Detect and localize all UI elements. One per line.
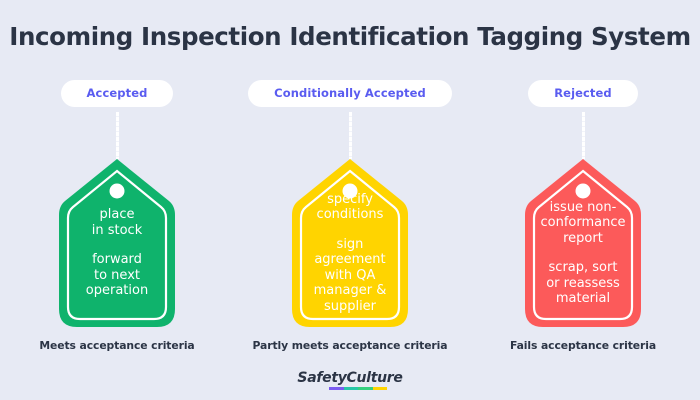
tag-line-1: issue non- conformance report xyxy=(540,199,626,246)
tag-caption-rejected: Fails acceptance criteria xyxy=(509,339,657,352)
tag-column-accepted: Accepted place in stock forward to next … xyxy=(1,80,234,352)
tag-card-rejected[interactable]: issue non- conformance report scrap, sor… xyxy=(523,157,643,329)
tag-text-conditionally-accepted: specify conditions sign agreement with Q… xyxy=(290,157,410,329)
tag-line-2: sign agreement with QA manager & supplie… xyxy=(313,236,387,314)
tag-string-icon xyxy=(581,112,585,159)
logo-wordmark: SafetyCulture xyxy=(297,370,403,386)
tag-card-accepted[interactable]: place in stock forward to next operation xyxy=(57,157,177,329)
tag-string-icon xyxy=(115,112,119,159)
status-badge-conditionally-accepted[interactable]: Conditionally Accepted xyxy=(248,80,452,107)
status-badge-accepted[interactable]: Accepted xyxy=(60,80,174,107)
tag-line-1: specify conditions xyxy=(316,191,384,223)
tag-caption-accepted: Meets acceptance criteria xyxy=(39,339,195,352)
tag-card-conditionally-accepted[interactable]: specify conditions sign agreement with Q… xyxy=(290,157,410,329)
logo-bar-segment-2 xyxy=(343,387,358,390)
safetyculture-logo: SafetyCulture xyxy=(0,370,700,390)
tag-column-conditionally-accepted: Conditionally Accepted specify condition… xyxy=(234,80,467,352)
tag-text-accepted: place in stock forward to next operation xyxy=(57,157,177,329)
tag-line-1: place in stock xyxy=(91,207,143,238)
logo-bar-segment-3 xyxy=(358,387,373,390)
tag-shape-icon xyxy=(523,157,643,329)
tag-text-rejected: issue non- conformance report scrap, sor… xyxy=(523,157,643,329)
tag-shape-icon xyxy=(57,157,177,329)
tag-line-2: forward to next operation xyxy=(85,252,149,299)
tag-column-rejected: Rejected issue non- conformance report s… xyxy=(467,80,700,352)
tag-columns: Accepted place in stock forward to next … xyxy=(0,80,700,352)
logo-bar-segment-1 xyxy=(329,387,344,390)
page-title: Incoming Inspection Identification Taggi… xyxy=(9,22,691,51)
status-badge-rejected[interactable]: Rejected xyxy=(528,80,638,107)
logo-color-bar-icon xyxy=(329,387,387,390)
tag-string-icon xyxy=(348,112,352,159)
tag-caption-conditionally-accepted: Partly meets acceptance criteria xyxy=(252,339,448,352)
tag-shape-icon xyxy=(290,157,410,329)
logo-bar-segment-4 xyxy=(372,387,387,390)
tag-line-2: scrap, sort or reassess material xyxy=(546,260,620,306)
